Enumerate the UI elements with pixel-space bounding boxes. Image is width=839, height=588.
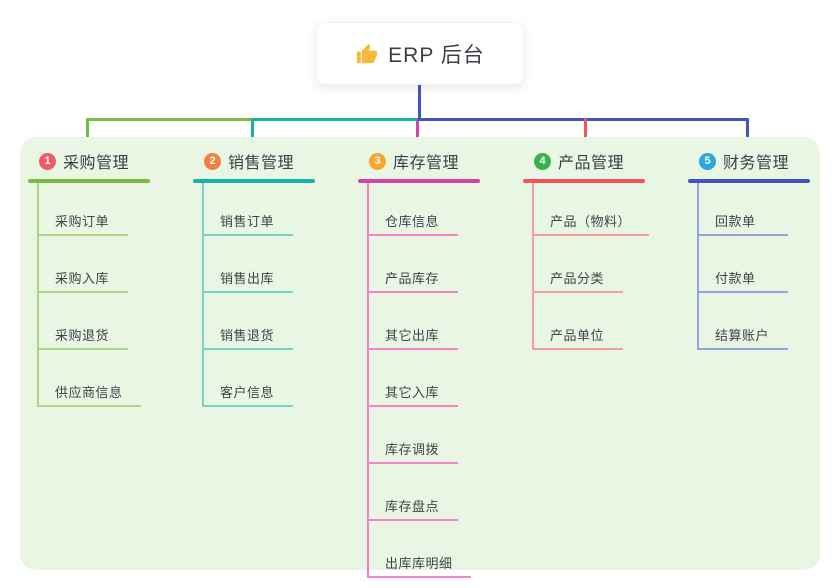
branch-underline (688, 179, 810, 183)
branch-children-group: 回款单付款单结算账户 (697, 183, 788, 350)
branch-label: 采购管理 (63, 155, 130, 172)
branch-number-badge: 3 (369, 152, 386, 170)
branch-2: 2 销售管理销售订单销售出库销售退货客户信息 (193, 137, 333, 407)
child-label: 出库库明细 (385, 556, 453, 571)
branch-header-1[interactable]: 1 采购管理 (28, 137, 168, 179)
child-node[interactable]: 客户信息 (204, 350, 293, 407)
drop-branch-4 (583, 118, 587, 149)
root-node[interactable]: ERP 后台 (316, 22, 524, 85)
child-label: 采购入库 (55, 271, 110, 286)
drop-branch-2 (251, 118, 254, 148)
child-label: 产品（物料） (550, 214, 632, 229)
child-label: 采购退货 (55, 328, 110, 343)
child-label: 销售出库 (220, 271, 275, 286)
branch-number-badge: 1 (39, 152, 56, 170)
child-label: 供应商信息 (55, 385, 123, 400)
connector-branch-2 (253, 118, 418, 121)
child-label: 销售退货 (220, 328, 275, 343)
drop-branch-1 (86, 118, 89, 148)
branches-panel: 1 采购管理采购订单采购入库采购退货供应商信息 2 销售管理销售订单销售出库销售退货客… (20, 137, 820, 578)
child-node[interactable]: 仓库信息 (369, 183, 458, 236)
branch-4: 4 产品管理产品（物料） 产品分类产品单位 (523, 137, 663, 350)
child-label: 其它入库 (385, 385, 440, 400)
child-label: 客户信息 (220, 385, 275, 400)
child-label: 采购订单 (55, 214, 110, 229)
child-node[interactable]: 销售订单 (204, 183, 293, 236)
branch-number-badge: 4 (534, 152, 551, 170)
branch-children-group: 仓库信息产品库存其它出库其它入库库存调拨库存盘点出库库明细 (367, 183, 471, 578)
child-label: 产品单位 (550, 328, 605, 343)
connector-branch-5 (417, 118, 749, 121)
branch-1: 1 采购管理采购订单采购入库采购退货供应商信息 (28, 137, 168, 407)
child-node[interactable]: 出库库明细 (369, 521, 471, 578)
child-node[interactable]: 销售出库 (204, 236, 293, 293)
child-node[interactable]: 产品分类 (534, 236, 623, 293)
branch-label: 销售管理 (228, 155, 295, 172)
child-label: 销售订单 (220, 214, 275, 229)
child-node[interactable]: 供应商信息 (39, 350, 141, 407)
child-label: 回款单 (715, 214, 756, 229)
branch-header-5[interactable]: 5 财务管理 (688, 137, 828, 179)
child-node[interactable]: 采购订单 (39, 183, 128, 236)
child-label: 库存调拨 (385, 442, 440, 457)
branch-children-group: 采购订单采购入库采购退货供应商信息 (37, 183, 141, 407)
branch-header-3[interactable]: 3 库存管理 (358, 137, 498, 179)
branch-number-badge: 5 (699, 152, 716, 170)
child-node[interactable]: 结算账户 (699, 293, 788, 350)
branch-children-group: 销售订单销售出库销售退货客户信息 (202, 183, 293, 407)
child-label: 仓库信息 (385, 214, 440, 229)
child-node[interactable]: 产品（物料） (534, 183, 650, 236)
child-label: 其它出库 (385, 328, 440, 343)
root-connector (417, 84, 421, 121)
child-label: 库存盘点 (385, 499, 440, 514)
child-node[interactable]: 采购入库 (39, 236, 128, 293)
branch-header-4[interactable]: 4 产品管理 (523, 137, 663, 179)
child-node[interactable]: 库存调拨 (369, 407, 458, 464)
child-node[interactable]: 库存盘点 (369, 464, 458, 521)
child-label: 付款单 (715, 271, 756, 286)
branch-underline (358, 179, 480, 183)
branch-underline (523, 179, 645, 183)
child-label: 产品分类 (550, 271, 605, 286)
branch-header-2[interactable]: 2 销售管理 (193, 137, 333, 179)
branch-underline (28, 179, 150, 183)
branch-label: 财务管理 (723, 155, 790, 172)
child-node[interactable]: 回款单 (699, 183, 788, 236)
branch-children-group: 产品（物料） 产品分类产品单位 (532, 183, 650, 350)
branch-5: 5 财务管理回款单付款单结算账户 (688, 137, 828, 350)
child-label: 产品库存 (385, 271, 440, 286)
branch-3: 3 库存管理仓库信息产品库存其它出库其它入库库存调拨库存盘点出库库明细 (358, 137, 498, 578)
thumbs-up-icon (357, 43, 378, 64)
child-node[interactable]: 付款单 (699, 236, 788, 293)
drop-branch-5 (745, 118, 749, 149)
child-node[interactable]: 其它出库 (369, 293, 458, 350)
child-node[interactable]: 产品单位 (534, 293, 623, 350)
child-label: 结算账户 (715, 328, 770, 343)
branch-underline (193, 179, 315, 183)
branch-label: 库存管理 (393, 155, 460, 172)
connector-branch-1 (86, 118, 255, 121)
root-title: ERP 后台 (388, 43, 485, 67)
child-node[interactable]: 销售退货 (204, 293, 293, 350)
child-node[interactable]: 产品库存 (369, 236, 458, 293)
branch-number-badge: 2 (204, 152, 221, 170)
child-node[interactable]: 其它入库 (369, 350, 458, 407)
child-node[interactable]: 采购退货 (39, 293, 128, 350)
branch-label: 产品管理 (558, 155, 625, 172)
